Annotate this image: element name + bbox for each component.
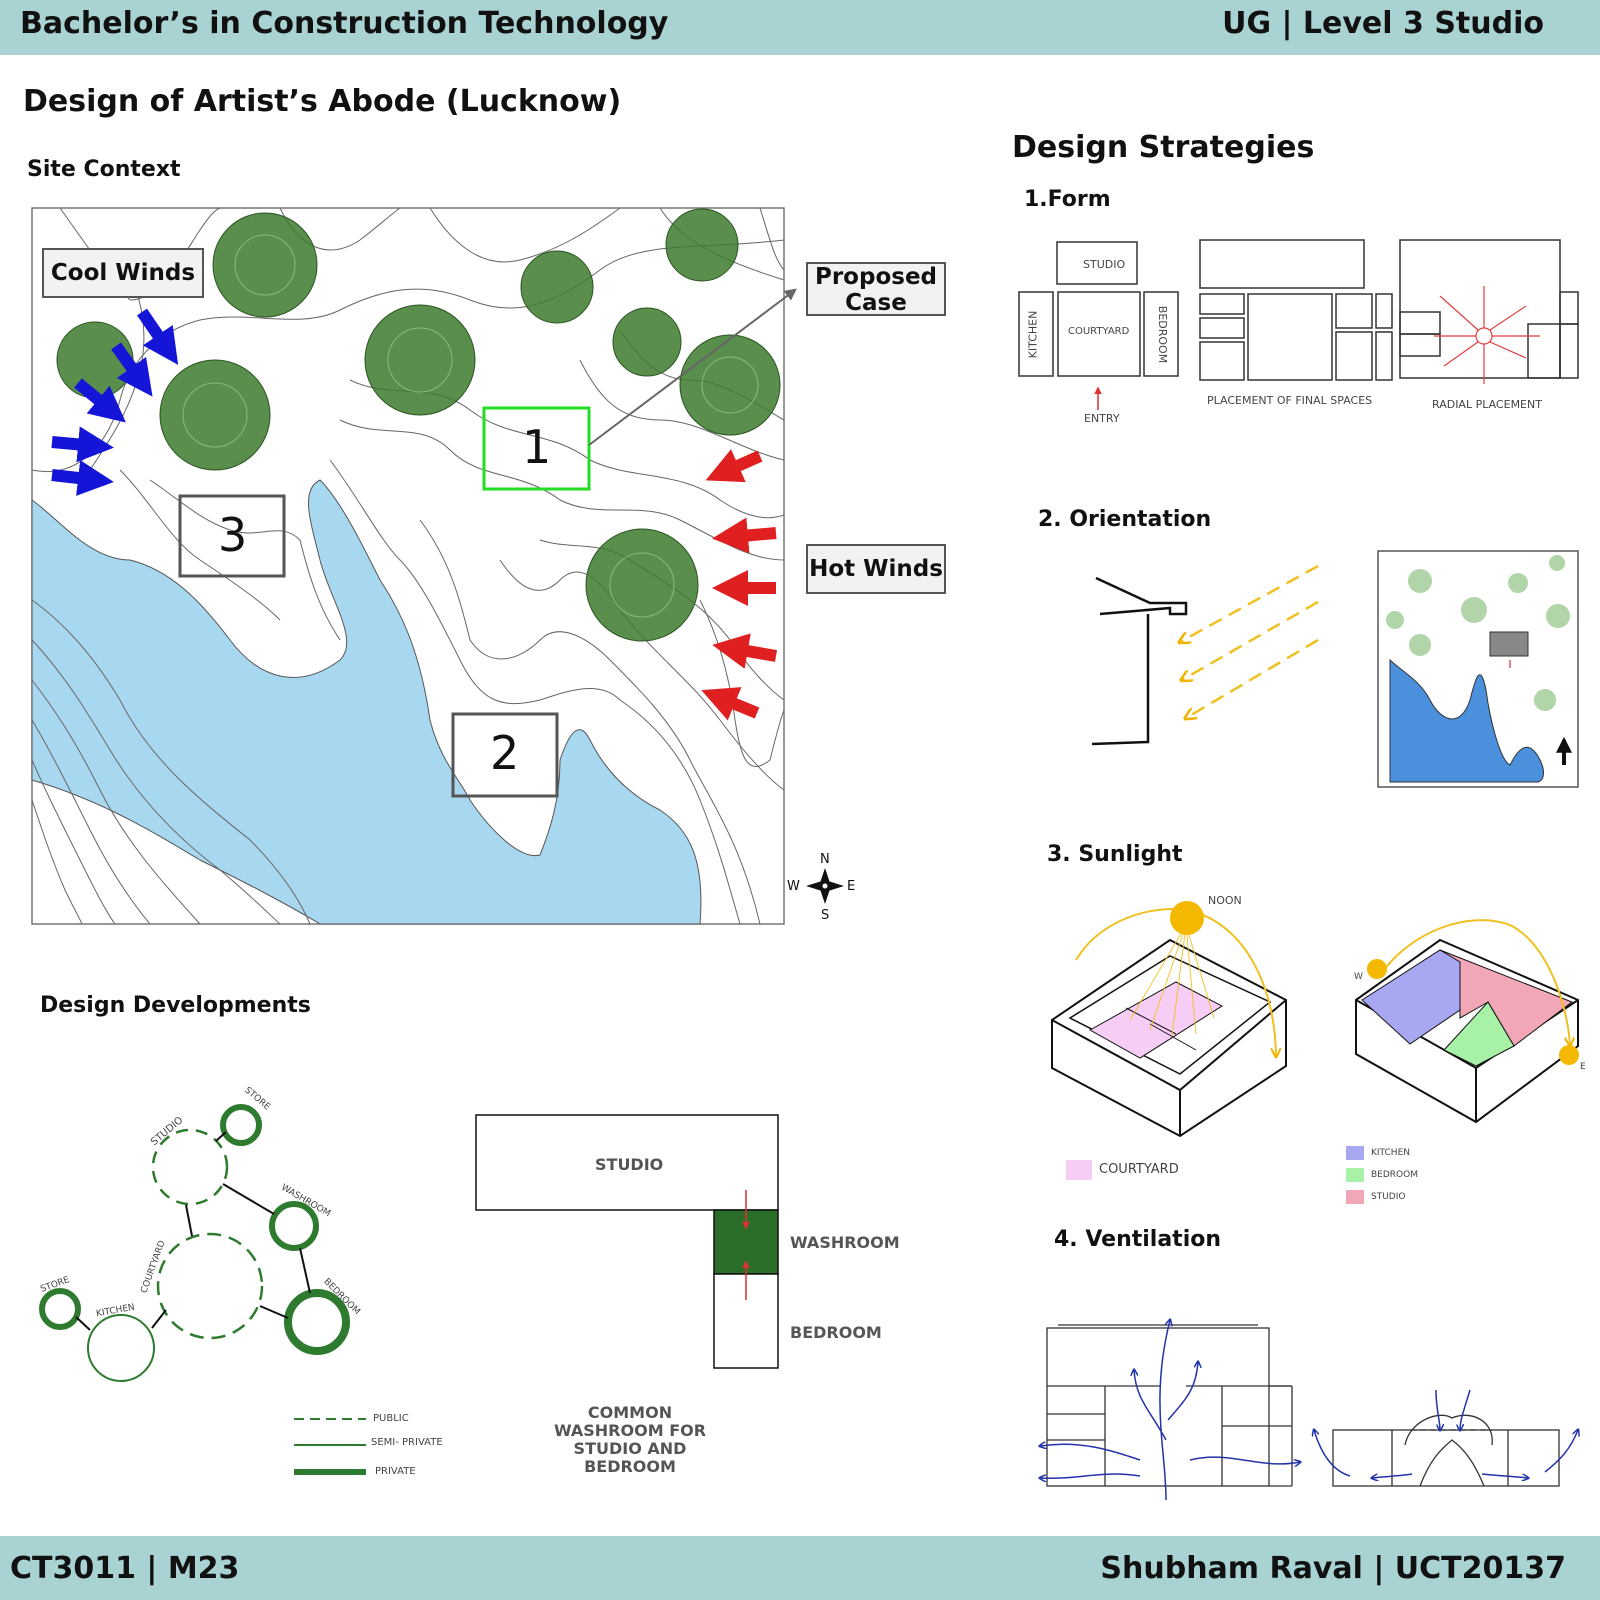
noon-sun xyxy=(1170,901,1204,935)
legend-semi-private: SEMI- PRIVATE xyxy=(371,1437,443,1448)
courtyard-area xyxy=(1088,981,1224,1059)
hot-winds-label: Hot Winds xyxy=(806,544,946,594)
site-3-marker xyxy=(178,494,286,578)
plan-caption: COMMON WASHROOM FOR STUDIO AND BEDROOM xyxy=(540,1404,720,1476)
form-bedroom-label: BEDROOM xyxy=(1156,305,1170,364)
site-1-number: 1 xyxy=(522,420,552,474)
sunlight-section xyxy=(1051,901,1579,1204)
form-diagrams xyxy=(1018,239,1579,410)
plan-caption-line-1: COMMON xyxy=(587,1403,673,1422)
noon-label: NOON xyxy=(1208,894,1242,907)
proposed-case-label: Proposed Case xyxy=(806,262,946,316)
plan-caption-line-4: BEDROOM xyxy=(584,1457,676,1476)
bubble-courtyard xyxy=(156,1232,264,1340)
plan-caption-line-3: STUDIO AND xyxy=(573,1439,687,1458)
legend-courtyard: COURTYARD xyxy=(1099,1162,1179,1177)
site-map xyxy=(31,207,844,925)
bubble-kitchen xyxy=(87,1314,155,1382)
lake xyxy=(31,479,702,925)
east-label: E xyxy=(1580,1062,1586,1072)
compass-w: W xyxy=(787,879,800,894)
header-band xyxy=(0,0,1600,55)
plan-studio-label: STUDIO xyxy=(595,1155,664,1174)
studio-level: UG | Level 3 Studio xyxy=(1222,6,1544,41)
bubble-legend xyxy=(294,1418,366,1475)
legend-studio: STUDIO xyxy=(1371,1192,1406,1202)
proposed-case-arrow xyxy=(588,288,797,446)
course-code: CT3011 | M23 xyxy=(10,1551,240,1586)
west-sun xyxy=(1367,959,1387,979)
hot-wind-arrows xyxy=(701,449,778,721)
plan-diagram xyxy=(475,1114,779,1369)
compass-rose xyxy=(806,868,844,904)
design-strategies-heading: Design Strategies xyxy=(1012,130,1315,165)
legend-bedroom: BEDROOM xyxy=(1371,1170,1418,1180)
design-developments-heading: Design Developments xyxy=(40,993,311,1018)
compass-n: N xyxy=(820,852,830,867)
compass-s: S xyxy=(821,908,830,923)
ventilation-heading: 4. Ventilation xyxy=(1054,1227,1222,1252)
site-context-heading: Site Context xyxy=(27,157,181,182)
form-kitchen-label: KITCHEN xyxy=(1026,310,1040,359)
plan-bedroom-label: BEDROOM xyxy=(790,1323,882,1342)
ventilation-section xyxy=(1040,1320,1578,1501)
plan-washroom-label: WASHROOM xyxy=(790,1233,900,1252)
bubble-bedroom xyxy=(284,1289,350,1355)
radial-arrows xyxy=(1434,286,1540,384)
bubble-washroom xyxy=(269,1201,319,1251)
site-2-number: 2 xyxy=(490,726,520,780)
site-1-marker xyxy=(482,406,591,491)
form-entry-label: ENTRY xyxy=(1084,412,1120,425)
orientation-heading: 2. Orientation xyxy=(1038,507,1212,532)
site-3-number: 3 xyxy=(218,508,248,562)
bubble-links xyxy=(75,1131,311,1331)
legend-kitchen: KITCHEN xyxy=(1371,1148,1410,1158)
cool-winds-label: Cool Winds xyxy=(42,248,204,298)
program-title: Bachelor’s in Construction Technology xyxy=(20,6,669,41)
form-heading: 1.Form xyxy=(1024,187,1111,212)
legend-private: PRIVATE xyxy=(375,1466,416,1477)
plan-caption-line-2: WASHROOM FOR xyxy=(553,1421,707,1440)
bedroom-area xyxy=(1443,1001,1515,1067)
east-sun xyxy=(1559,1045,1579,1065)
bubble-studio xyxy=(151,1128,229,1206)
cool-wind-arrows xyxy=(51,308,179,496)
bubble-store-left xyxy=(39,1288,81,1330)
bubble-diagram xyxy=(39,1104,350,1382)
orientation-section xyxy=(1091,550,1579,788)
compass-e: E xyxy=(847,879,856,894)
form-studio-label: STUDIO xyxy=(1083,258,1126,271)
page-title: Design of Artist’s Abode (Lucknow) xyxy=(23,84,622,119)
radial-caption: RADIAL PLACEMENT xyxy=(1432,398,1542,411)
placement-caption: PLACEMENT OF FINAL SPACES xyxy=(1207,394,1373,407)
bubble-store-top xyxy=(220,1104,262,1146)
author-id: Shubham Raval | UCT20137 xyxy=(1100,1551,1566,1586)
legend-public: PUBLIC xyxy=(373,1413,409,1424)
form-courtyard-label: COURTYARD xyxy=(1068,326,1130,337)
sunlight-heading: 3. Sunlight xyxy=(1047,842,1183,867)
trees xyxy=(56,208,781,642)
west-label: W xyxy=(1354,972,1363,982)
footer-band xyxy=(0,1536,1600,1600)
site-2-marker xyxy=(451,712,559,798)
